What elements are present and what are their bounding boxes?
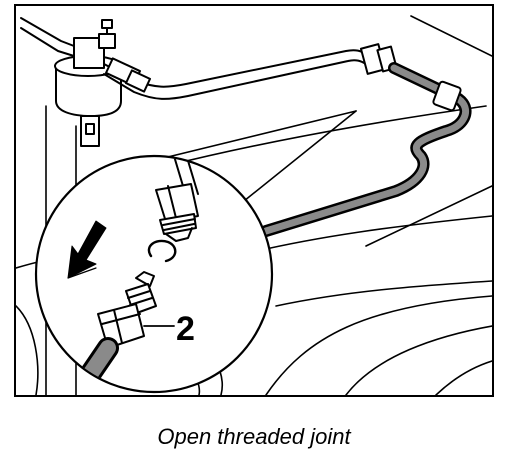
diagram-figure: 2: [14, 4, 494, 397]
direction-arrow: [67, 220, 107, 279]
fuel-line-illustration: 2: [16, 15, 492, 395]
fuel-filter: [54, 19, 122, 147]
upper-fuel-line: [20, 17, 398, 100]
sealing-ring: [147, 239, 177, 263]
callout-label: 2: [176, 310, 195, 348]
fuel-pipe: [260, 62, 472, 237]
detail-magnifier: 2: [34, 154, 274, 394]
upper-union-nut: [155, 157, 199, 242]
figure-caption: Open threaded joint: [157, 424, 351, 449]
